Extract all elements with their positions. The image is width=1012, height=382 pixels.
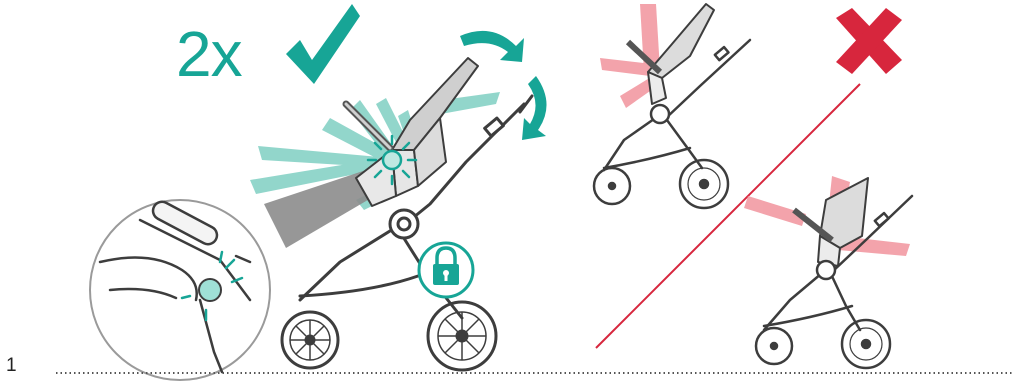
repeat-count-label: 2x xyxy=(176,22,242,86)
padlock-icon xyxy=(419,243,473,297)
step-number: 1 xyxy=(6,356,17,375)
incorrect-stroller-bottom xyxy=(744,176,912,368)
front-wheel xyxy=(428,302,496,370)
cross-mark-icon xyxy=(836,8,902,74)
seat-unit xyxy=(346,58,478,206)
click-indicator xyxy=(368,136,416,184)
diagonal-divider xyxy=(596,84,860,348)
rear-wheel xyxy=(282,312,338,368)
detail-zoom-circle xyxy=(90,199,270,380)
main-stroller-correct xyxy=(250,31,547,370)
incorrect-stroller-top xyxy=(594,4,750,208)
check-mark-icon xyxy=(286,4,360,84)
